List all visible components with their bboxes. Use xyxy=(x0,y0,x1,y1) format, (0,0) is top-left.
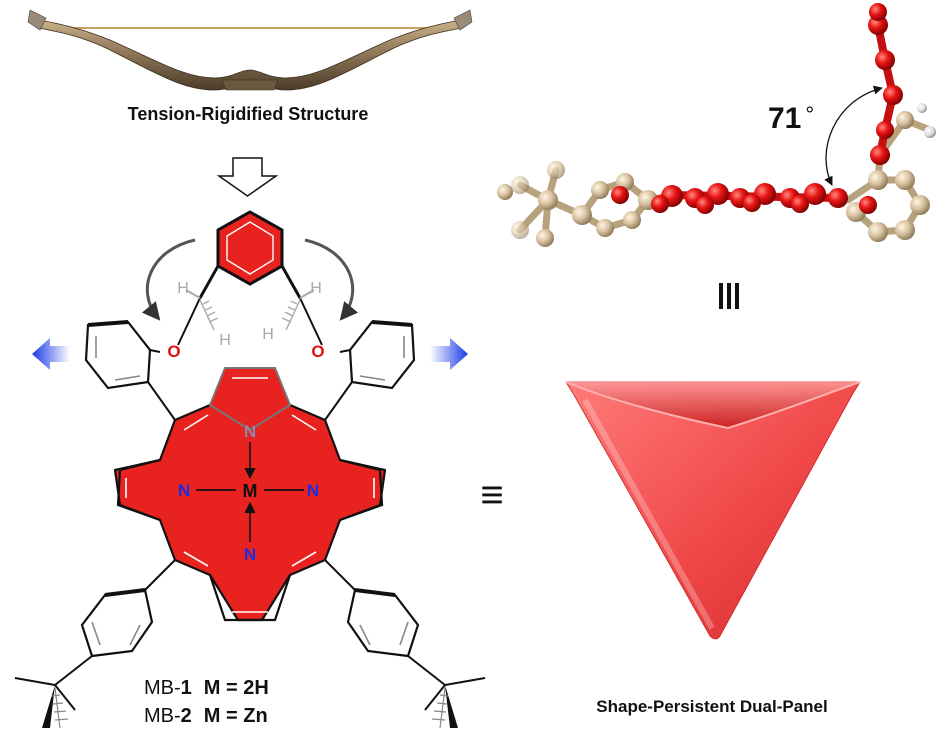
crystal-structure-model xyxy=(497,3,936,247)
bow-illustration xyxy=(27,9,473,91)
hydrogen-right-top: H xyxy=(310,280,322,297)
lower-left-phenyl xyxy=(14,559,176,729)
curved-arrow-right xyxy=(304,238,359,321)
lower-right-phenyl xyxy=(324,559,486,729)
top-caption: Tension-Rigidified Structure xyxy=(128,104,369,124)
oxygen-right: O xyxy=(311,342,324,361)
down-hollow-arrow xyxy=(216,157,279,197)
bow-limb xyxy=(37,19,463,91)
oxygen-left: O xyxy=(167,342,180,361)
triple-bar-symbol xyxy=(719,283,739,309)
nitrogen-right: N xyxy=(307,481,319,500)
right-blue-arrow xyxy=(430,338,468,370)
bow-grip xyxy=(221,79,279,91)
hydrogen-right-bottom: H xyxy=(262,326,274,343)
molecule-structure: N N N N M H H H H O O xyxy=(14,210,486,729)
top-benzene-ring xyxy=(216,210,284,286)
left-blue-arrow xyxy=(32,338,70,370)
angle-arc-arrow xyxy=(824,85,883,186)
equivalence-symbol: ≡ xyxy=(480,473,503,517)
hydrogen-left-top: H xyxy=(177,280,189,297)
hydrogen-left-bottom: H xyxy=(219,332,231,349)
bow-tip-right xyxy=(453,9,473,31)
upper-left-phenyl xyxy=(84,320,176,421)
porphyrin-core xyxy=(113,367,387,622)
curved-arrow-left xyxy=(141,238,196,321)
nitrogen-bottom: N xyxy=(244,545,256,564)
upper-right-phenyl xyxy=(324,320,416,421)
bottom-caption: Shape-Persistent Dual-Panel xyxy=(596,697,827,716)
angle-label: 71° xyxy=(768,102,814,135)
dual-panel-shape xyxy=(565,381,861,640)
metal-center: M xyxy=(243,481,258,501)
nitrogen-left: N xyxy=(178,481,190,500)
nitrogen-top: N xyxy=(244,422,256,441)
bow-tip-left xyxy=(27,9,47,31)
